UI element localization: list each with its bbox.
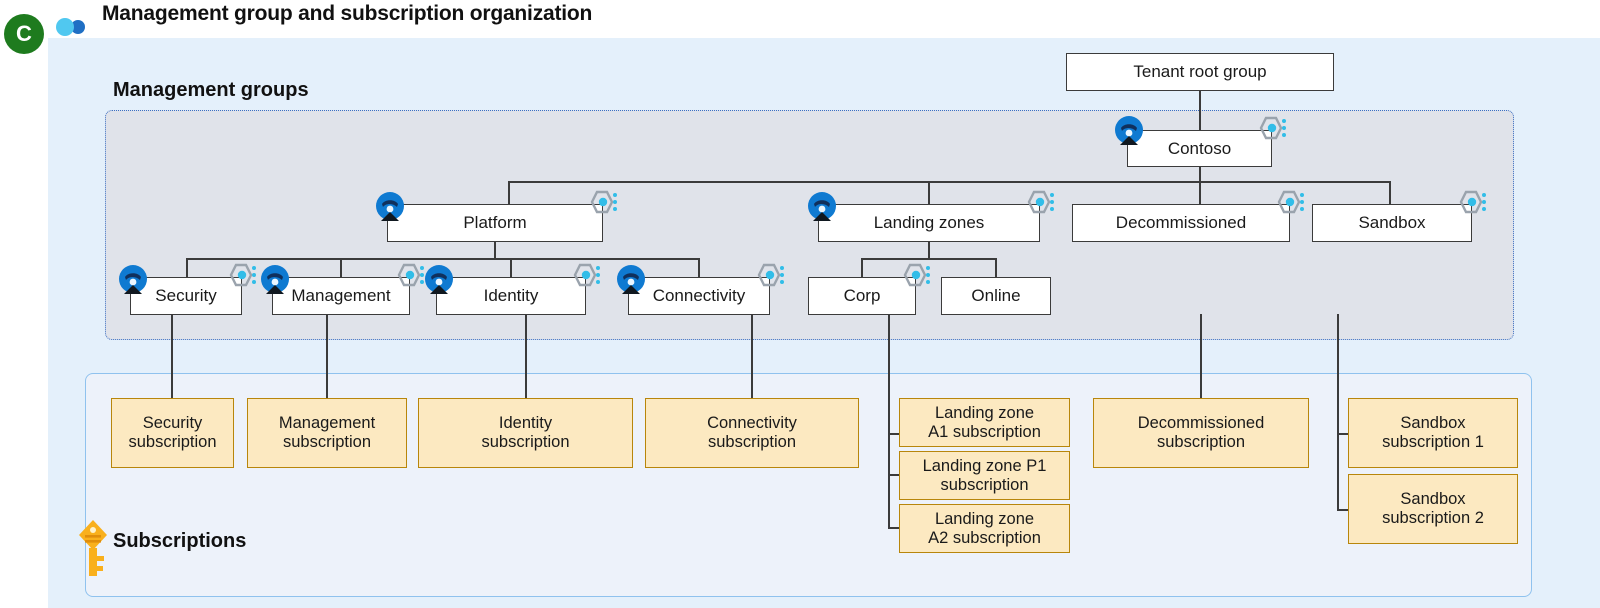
azure-policy-icon xyxy=(570,262,604,294)
subscription-box-identity[interactable]: Identity subscription xyxy=(418,398,633,468)
role-assignment-icon xyxy=(614,263,648,297)
subscription-line-1: Sandbox xyxy=(1400,414,1466,433)
mg-node-online[interactable]: Online xyxy=(941,277,1051,315)
connector-landingzones-bus xyxy=(861,258,995,261)
connector-management-sub xyxy=(326,314,329,398)
connector-landingzones-down xyxy=(928,241,931,259)
connector-sandbox-sub2 xyxy=(1337,509,1349,512)
subscription-box-security[interactable]: Security subscription xyxy=(111,398,234,468)
azure-policy-icon xyxy=(394,262,428,294)
azure-policy-icon xyxy=(1024,189,1058,221)
subscription-line-2: subscription xyxy=(128,433,217,451)
azure-policy-icon xyxy=(1274,189,1308,221)
connector-tenant-contoso xyxy=(1199,90,1202,132)
role-assignment-icon xyxy=(1112,114,1146,148)
connector-contoso-down xyxy=(1199,166,1202,182)
mg-node-landing-zones[interactable]: Landing zones xyxy=(818,204,1040,242)
connector-to-decommissioned xyxy=(1199,181,1202,205)
subscriptions-label: Subscriptions xyxy=(113,530,247,552)
mg-node-tenant-root-group[interactable]: Tenant root group xyxy=(1066,53,1334,91)
connector-to-management xyxy=(340,258,343,278)
connector-platform-bus xyxy=(186,258,698,261)
connector-sandbox-trunk xyxy=(1337,314,1340,510)
subscription-line-2: subscription xyxy=(282,433,372,451)
connector-to-sandbox xyxy=(1389,181,1392,205)
connector-corp-trunk xyxy=(888,314,891,528)
mg-node-connectivity[interactable]: Connectivity xyxy=(628,277,770,315)
subscription-box-landing-zone-p1[interactable]: Landing zone P1 subscription xyxy=(899,451,1070,500)
role-assignment-icon xyxy=(373,190,407,224)
azure-policy-icon xyxy=(587,189,621,221)
subscription-box-connectivity[interactable]: Connectivity subscription xyxy=(645,398,859,468)
connector-connectivity-sub xyxy=(751,314,754,398)
subscription-line-2: subscription xyxy=(1156,433,1246,451)
subscription-line-1: Decommissioned xyxy=(1137,414,1265,433)
subscription-line-1: Sandbox xyxy=(1400,490,1466,509)
connector-to-platform xyxy=(508,181,511,205)
connector-corp-lza1 xyxy=(888,433,900,436)
connector-decommissioned-sub xyxy=(1200,314,1203,398)
subscription-line-1: Management xyxy=(278,414,376,433)
connector-security-sub xyxy=(171,314,174,398)
mg-node-decommissioned[interactable]: Decommissioned xyxy=(1072,204,1290,242)
connector-platform-down xyxy=(494,241,497,259)
connector-identity-sub xyxy=(525,314,528,398)
connector-corp-lza2 xyxy=(888,527,900,530)
azure-policy-icon xyxy=(1456,189,1490,221)
role-assignment-icon xyxy=(116,263,150,297)
mg-node-sandbox[interactable]: Sandbox xyxy=(1312,204,1472,242)
connector-to-landing-zones xyxy=(928,181,931,205)
subscription-box-sandbox-1[interactable]: Sandbox subscription 1 xyxy=(1348,398,1518,468)
azure-policy-icon xyxy=(900,262,934,294)
connector-to-connectivity xyxy=(698,258,701,278)
subscription-box-management[interactable]: Management subscription xyxy=(247,398,407,468)
subscription-line-2: A2 subscription xyxy=(928,528,1041,547)
role-assignment-icon xyxy=(422,263,456,297)
azure-policy-icon xyxy=(754,262,788,294)
connector-sandbox-sub1 xyxy=(1337,433,1349,436)
role-assignment-icon xyxy=(258,263,292,297)
subscription-line-2: subscription 2 xyxy=(1382,509,1484,527)
subscription-line-1: Connectivity xyxy=(707,414,797,433)
management-groups-label: Management groups xyxy=(113,79,309,101)
subscription-box-decommissioned[interactable]: Decommissioned subscription xyxy=(1093,398,1309,468)
connector-to-online xyxy=(995,258,998,278)
mg-node-security[interactable]: Security xyxy=(130,277,242,315)
mg-node-management[interactable]: Management xyxy=(272,277,410,315)
subscription-box-sandbox-2[interactable]: Sandbox subscription 2 xyxy=(1348,474,1518,544)
role-assignment-icon xyxy=(805,190,839,224)
connector-corp-lzp1 xyxy=(888,474,900,477)
page-title: Management group and subscription organi… xyxy=(102,2,593,25)
subscription-line-1: Landing zone P1 xyxy=(922,456,1047,475)
connector-to-corp xyxy=(861,258,864,278)
mg-node-platform[interactable]: Platform xyxy=(387,204,603,242)
subscription-line-1: Security xyxy=(142,414,203,433)
key-icon xyxy=(76,518,110,580)
subscription-line-1: Landing zone xyxy=(934,403,1035,422)
subscription-line-2: subscription xyxy=(707,433,797,451)
connector-to-security xyxy=(186,258,189,278)
connector-level2-bus xyxy=(508,181,1390,184)
subscription-box-landing-zone-a2[interactable]: Landing zone A2 subscription xyxy=(899,504,1070,553)
mg-node-identity[interactable]: Identity xyxy=(436,277,586,315)
brand-badge: C xyxy=(4,14,44,54)
mg-node-contoso[interactable]: Contoso xyxy=(1127,130,1272,167)
azure-policy-icon xyxy=(226,262,260,294)
subscription-line-2: subscription xyxy=(481,433,570,451)
subscription-box-landing-zone-a1[interactable]: Landing zone A1 subscription xyxy=(899,398,1070,447)
subscription-line-1: Landing zone xyxy=(934,509,1035,528)
azure-policy-icon xyxy=(1256,115,1290,147)
subscription-line-2: A1 subscription xyxy=(928,422,1041,441)
subscription-line-1: Identity xyxy=(498,414,553,433)
mg-node-corp[interactable]: Corp xyxy=(808,277,916,315)
connector-to-identity xyxy=(510,258,513,278)
subscription-line-2: subscription 1 xyxy=(1382,433,1484,451)
subscription-line-2: subscription xyxy=(940,475,1029,494)
